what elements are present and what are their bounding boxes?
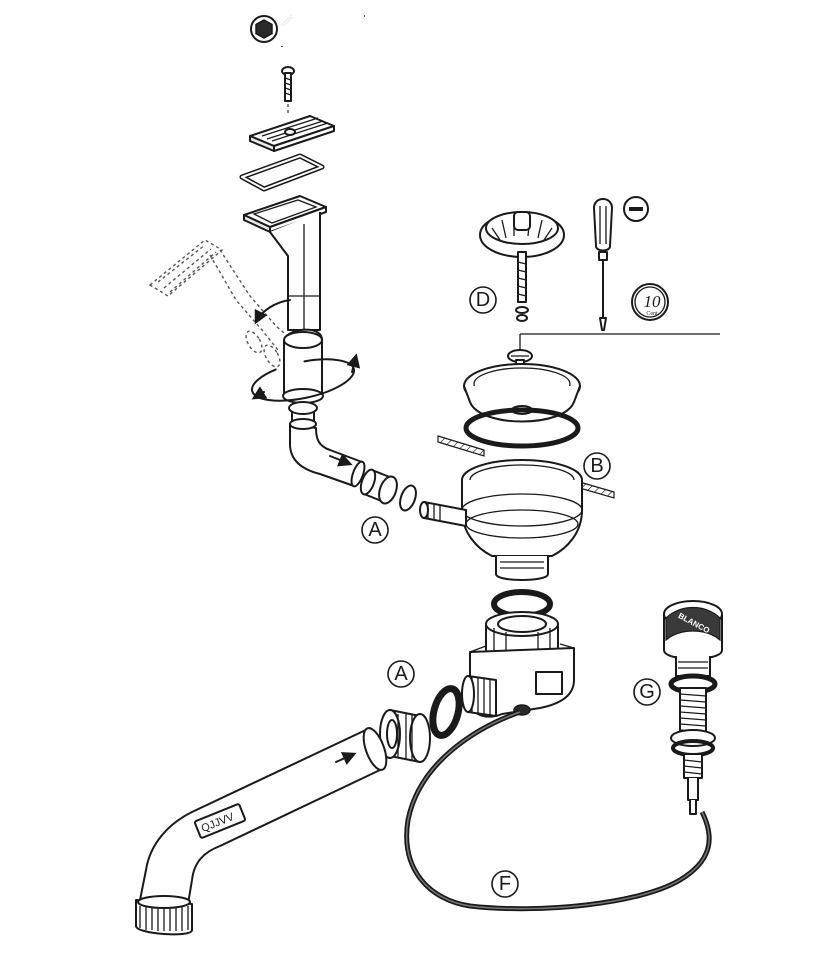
overflow-body-lower (282, 328, 324, 431)
label-g-text: G (639, 681, 655, 703)
coin-10-cent: 10 Cent (631, 283, 669, 321)
overflow-gasket (239, 153, 325, 192)
label-b-text: B (590, 455, 603, 477)
pop-up-housing (668, 673, 718, 815)
screwdriver-icon (593, 198, 613, 331)
lower-coupling-nut (379, 709, 431, 763)
coin-unit: Cent (646, 311, 658, 317)
lower-seal-ring (429, 685, 463, 739)
pop-up-knob: BLANCO (663, 600, 723, 677)
upper-coupling-nut (359, 468, 398, 505)
strainer-basket-plug (479, 211, 565, 322)
label-a-upper: A (361, 516, 389, 544)
label-a-lower: A (387, 660, 415, 688)
overflow-cover-grill (249, 115, 335, 152)
label-d-text: D (476, 289, 490, 311)
outlet-elbow-pipe (135, 727, 388, 936)
minus-icon (623, 196, 649, 222)
label-a-lower-text: A (394, 663, 408, 685)
overflow-body-upper (243, 195, 327, 331)
rotate-arrow-icon (250, 353, 361, 402)
direction-arrow-icon (329, 453, 353, 467)
label-a-upper-text: A (368, 519, 382, 541)
rotate-arrow-icon (254, 299, 291, 325)
direction-arrow-icon (335, 752, 357, 765)
pop-up-cable (404, 709, 712, 912)
trap-upper-nut (485, 611, 559, 659)
label-g: G (633, 678, 661, 706)
strainer-flange (463, 363, 581, 423)
upper-seal-ring (399, 484, 417, 512)
label-f-text: F (499, 873, 511, 895)
trap-outlet-thread (461, 675, 497, 717)
overflow-alternate-position (148, 239, 293, 368)
coin-value: 10 (644, 292, 662, 311)
hex-bolt-icon (250, 15, 278, 43)
label-b: B (583, 452, 611, 480)
overflow-screw (281, 66, 295, 102)
overflow-elbow-pipe (289, 418, 366, 488)
strainer-body (461, 459, 583, 581)
overflow-connector-spigot (419, 501, 467, 527)
allen-key-icon (281, 15, 365, 47)
label-f: F (491, 870, 519, 898)
strainer-gasket (463, 407, 581, 449)
label-d: D (469, 286, 497, 314)
